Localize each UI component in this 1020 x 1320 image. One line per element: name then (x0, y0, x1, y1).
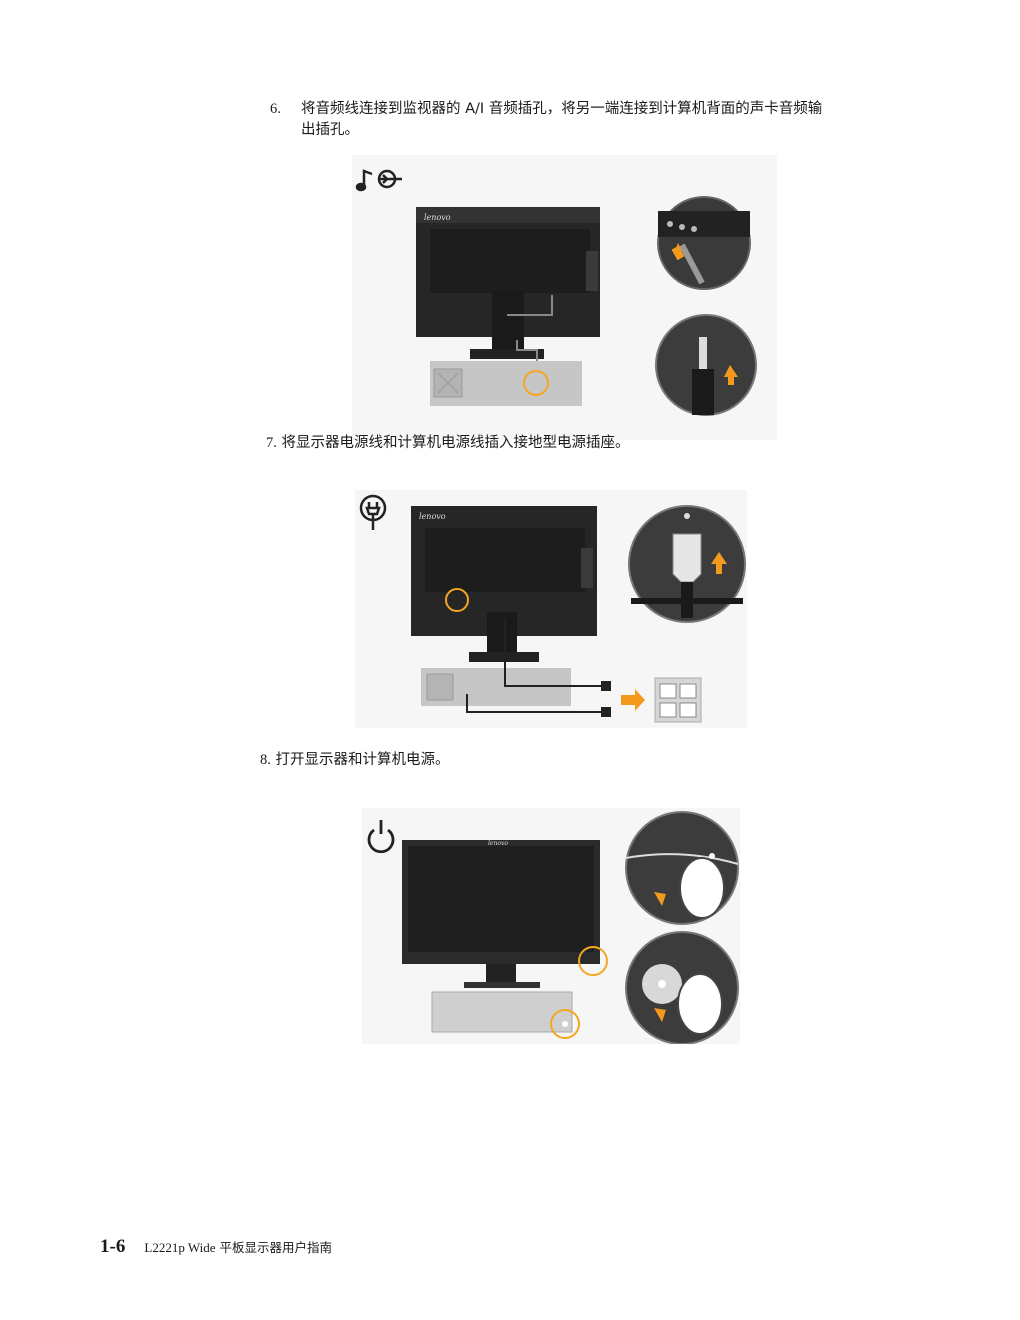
step-8: 8. 打开显示器和计算机电源。 (260, 750, 449, 771)
arrow-right (621, 689, 645, 711)
monitor-button-closeup (625, 811, 739, 925)
footer-title: L2221p Wide 平板显示器用户指南 (144, 1240, 332, 1255)
computer-back (421, 618, 611, 717)
brand-label: lenovo (419, 512, 446, 521)
audio-jack-closeup-bottom (655, 314, 757, 416)
step-number: 6. (270, 101, 281, 117)
step-text: 将显示器电源线和计算机电源线插入接地型电源插座。 (281, 435, 630, 451)
audio-jack-closeup-top (657, 196, 751, 290)
computer-front (431, 991, 580, 1039)
step-text-continued: 出插孔。 (301, 122, 359, 138)
power-button-icon (367, 820, 395, 854)
power-on-figure: lenovo (362, 808, 740, 1044)
step-number: 7. (266, 435, 277, 451)
computer-button-closeup (625, 931, 739, 1044)
audio-connection-figure: lenovo (352, 155, 777, 440)
brand-label: lenovo (488, 840, 508, 847)
audio-in-icon (355, 169, 402, 192)
highlight-circle (578, 946, 608, 976)
power-cable-closeup (628, 505, 746, 623)
step-text: 打开显示器和计算机电源。 (275, 752, 450, 768)
power-connection-figure: lenovo (355, 490, 747, 728)
power-plug-icon (359, 494, 387, 530)
step-6: 6. 将音频线连接到监视器的 A/I 音频插孔，将另一端连接到计算机背面的声卡音频… (270, 99, 910, 141)
monitor-back: lenovo (416, 207, 600, 383)
page-number: 1-6 (100, 1236, 126, 1257)
brand-label: lenovo (424, 213, 451, 222)
guide-title: 平板显示器用户指南 (219, 1240, 333, 1255)
page-footer: 1-6 L2221p Wide 平板显示器用户指南 (100, 1236, 332, 1258)
step-number: 8. (260, 752, 271, 768)
step-7: 7. 将显示器电源线和计算机电源线插入接地型电源插座。 (266, 433, 629, 454)
highlight-circle (523, 370, 549, 396)
model-name: L2221p Wide (144, 1240, 216, 1255)
wall-outlet (654, 677, 702, 723)
computer-back (430, 361, 582, 406)
monitor-front: lenovo (402, 840, 608, 988)
step-text: 将音频线连接到监视器的 A/I 音频插孔，将另一端连接到计算机背面的声卡音频输 (301, 101, 823, 117)
